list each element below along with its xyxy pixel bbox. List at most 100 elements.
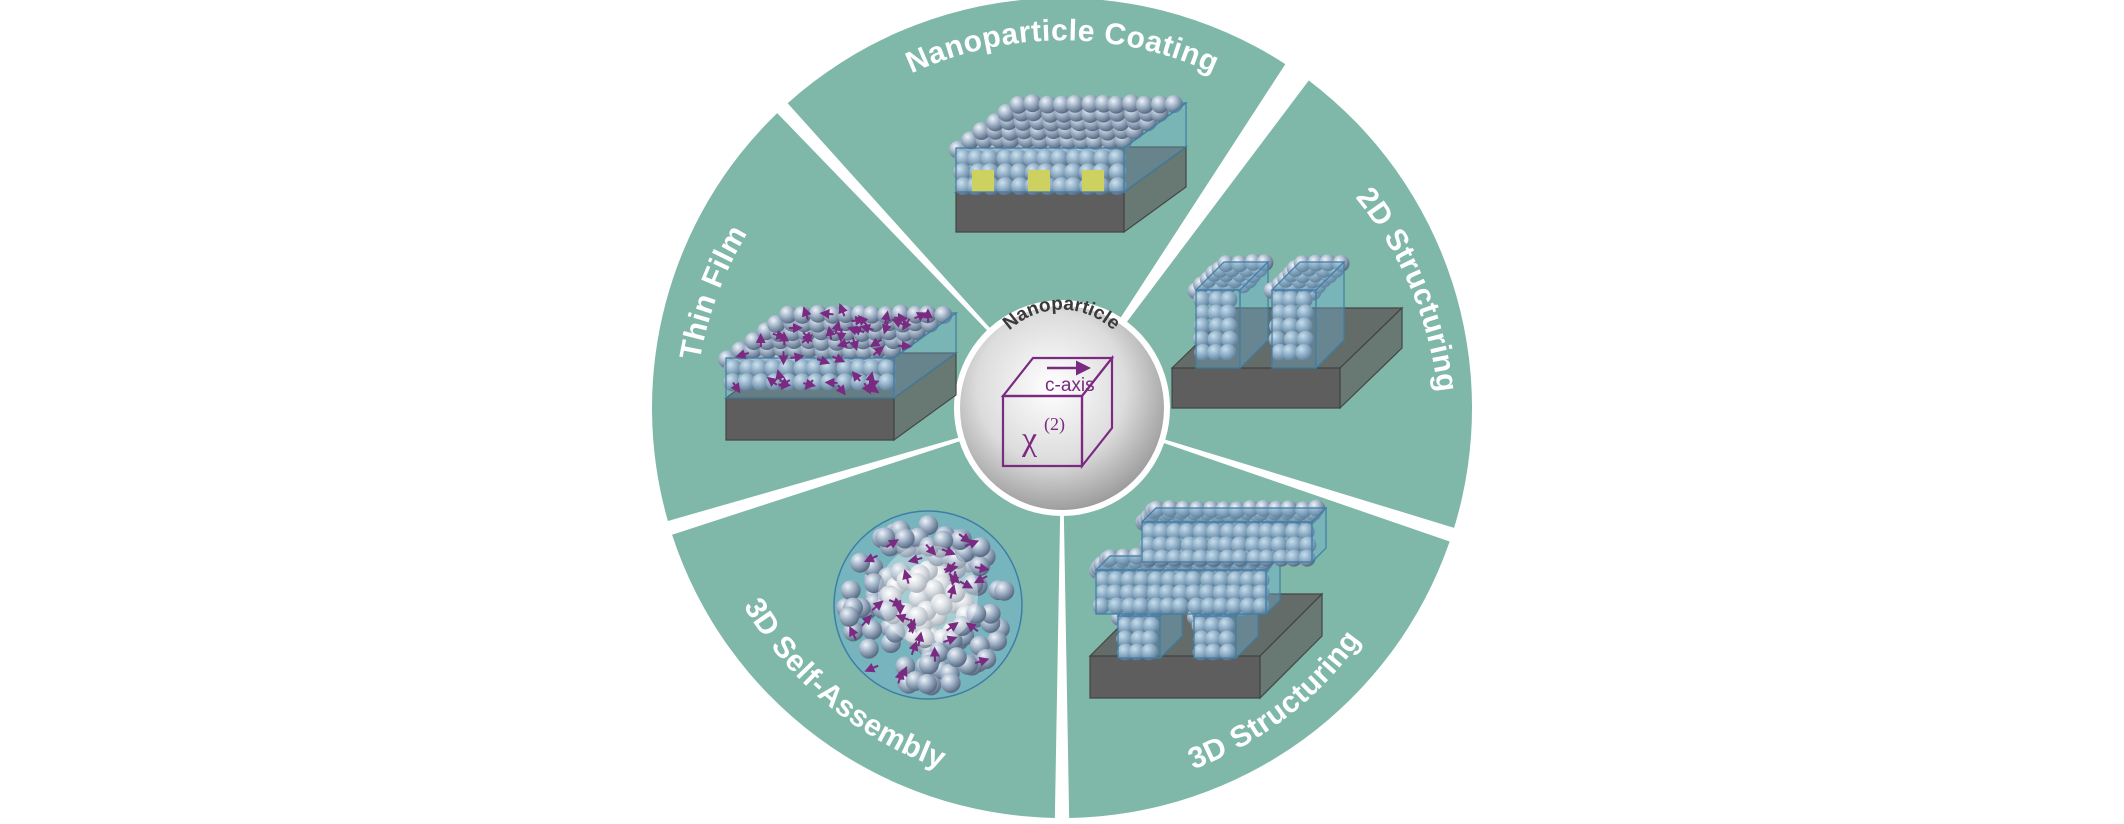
self-assembly-particle xyxy=(994,580,1015,601)
film-dipole-arrow xyxy=(913,312,928,322)
woodpile-front xyxy=(1117,615,1161,659)
coating-particle xyxy=(1108,163,1127,182)
woodpile-particle xyxy=(1231,536,1249,554)
film-dipole-arrow xyxy=(880,310,891,325)
woodpile-particle xyxy=(1146,584,1164,602)
film-dipole-arrow xyxy=(819,309,834,319)
woodpile-particle xyxy=(1218,617,1236,635)
film-dipole-arrow xyxy=(836,338,851,348)
ridge-front xyxy=(1195,289,1241,369)
self-assembly-dipole-arrow xyxy=(894,669,905,684)
self-assembly-dipole-arrow xyxy=(965,622,979,633)
self-assembly-dipole-arrow xyxy=(948,572,961,584)
coating-particle xyxy=(1050,149,1069,168)
woodpile-particle xyxy=(1227,571,1245,589)
self-assembly-particle xyxy=(839,606,860,627)
coating-particle xyxy=(1066,149,1085,168)
film-dipole-arrow xyxy=(851,370,862,382)
substrate-front xyxy=(955,191,1125,233)
self-assembly-dipole-arrow xyxy=(973,574,988,584)
self-assembly-particle xyxy=(986,630,1007,651)
woodpile-particle xyxy=(1270,523,1288,541)
self-assembly-dipole-arrow xyxy=(974,563,990,573)
woodpile-particle xyxy=(1220,523,1238,541)
woodpile-particle xyxy=(1225,584,1243,602)
illustration-thin-film xyxy=(718,303,958,442)
coating-particle xyxy=(1010,177,1029,196)
film-dipole-arrow xyxy=(735,349,749,359)
woodpile-particle xyxy=(1204,617,1222,635)
coating-particle xyxy=(1108,177,1127,196)
ridge-front xyxy=(1271,289,1317,369)
coating-particle xyxy=(1078,149,1097,168)
woodpile-particle xyxy=(1133,571,1151,589)
woodpile-particle xyxy=(1158,584,1176,602)
self-assembly-dipole-arrow xyxy=(959,579,974,589)
ridge-particle xyxy=(1281,343,1299,361)
self-assembly-dipole-arrow xyxy=(925,543,937,556)
self-assembly-particle xyxy=(864,573,885,594)
coating-particle xyxy=(1107,95,1126,114)
coating-particle xyxy=(1064,177,1083,196)
film-dipole-arrow xyxy=(790,352,805,363)
coating-particle xyxy=(954,149,973,168)
film-dipole-arrow xyxy=(869,337,883,348)
film-particle xyxy=(737,373,756,392)
woodpile-particle xyxy=(1218,630,1236,648)
woodpile-particle xyxy=(1107,597,1125,615)
ridge-side xyxy=(1315,260,1345,370)
woodpile-particle xyxy=(1139,536,1157,554)
woodpile-particle xyxy=(1252,571,1270,589)
woodpile-particle xyxy=(1258,523,1276,541)
woodpile-particle xyxy=(1200,571,1218,589)
coating-particle xyxy=(996,149,1015,168)
film-dipole-arrow xyxy=(825,325,836,340)
chi-symbol: χ xyxy=(1021,421,1037,458)
self-assembly-dipole-arrow xyxy=(902,569,912,584)
film-dipole-arrow xyxy=(730,382,741,394)
woodpile-particle xyxy=(1206,523,1224,541)
self-assembly-particle xyxy=(933,530,954,551)
film-particle xyxy=(750,359,769,378)
woodpile-particle xyxy=(1202,500,1220,518)
electrode xyxy=(1028,170,1050,192)
woodpile-particle xyxy=(1239,597,1257,615)
coating-particle xyxy=(1108,149,1127,168)
coating-particle xyxy=(1065,94,1084,113)
ridge-particle xyxy=(1296,304,1314,322)
film-dipole-arrow xyxy=(801,306,812,320)
woodpile-particle xyxy=(1187,597,1205,615)
woodpile-particle xyxy=(1116,630,1134,648)
woodpile-particle xyxy=(1297,523,1315,541)
self-assembly-dipole-arrow xyxy=(885,539,899,549)
self-assembly-particle xyxy=(850,552,871,573)
substrate-side xyxy=(1339,306,1403,410)
ridge-particle xyxy=(1282,291,1300,309)
film-particle xyxy=(877,359,896,378)
woodpile-particle xyxy=(1159,597,1177,615)
woodpile-particle xyxy=(1117,617,1135,635)
coating-particle xyxy=(1009,163,1028,182)
woodpile-particle xyxy=(1295,501,1313,519)
self-assembly-particle xyxy=(894,528,915,549)
woodpile-particle xyxy=(1204,643,1222,661)
woodpile-particle xyxy=(1142,617,1160,635)
woodpile-particle xyxy=(1147,597,1165,615)
woodpile-particle xyxy=(1257,536,1275,554)
woodpile-particle xyxy=(1238,584,1256,602)
coating-particle xyxy=(980,149,999,168)
self-assembly-dipole-arrow xyxy=(849,625,859,640)
woodpile-particle xyxy=(1200,597,1218,615)
ridge-particle xyxy=(1207,304,1225,322)
woodpile-particle xyxy=(1147,500,1165,518)
coating-particle xyxy=(1023,94,1042,113)
woodpile-particle xyxy=(1132,597,1150,615)
film-dipole-arrow xyxy=(831,320,842,335)
woodpile-particle xyxy=(1245,536,1263,554)
ridge-particle xyxy=(1208,291,1226,309)
ridge-particle xyxy=(1220,317,1238,335)
coating-particle xyxy=(972,122,991,141)
woodpile-particle xyxy=(1280,500,1298,518)
coating-particle xyxy=(1050,163,1069,182)
